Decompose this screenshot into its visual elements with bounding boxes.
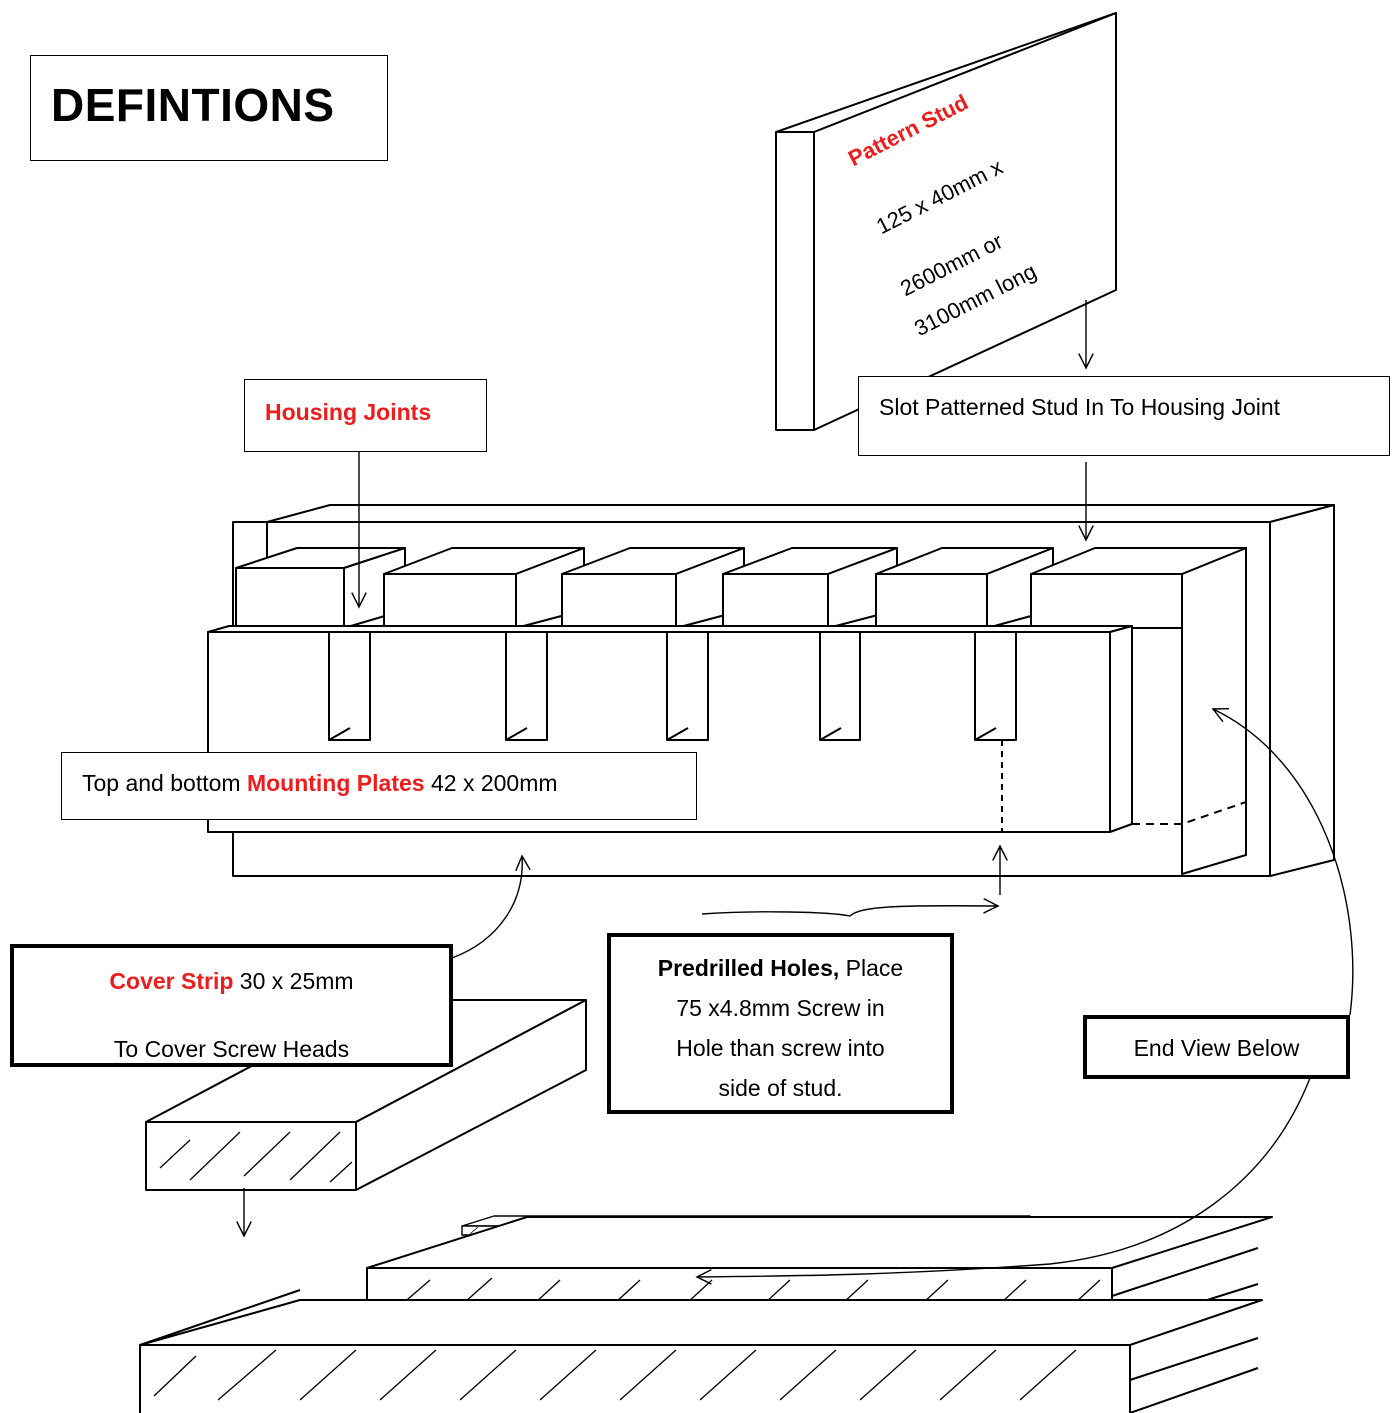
page-title: DEFINTIONS xyxy=(51,79,335,131)
end-view-label: End View Below xyxy=(1133,1035,1300,1061)
mounting-plates-box: Top and bottom Mounting Plates 42 x 200m… xyxy=(61,752,697,820)
predrilled-line-3: Hole than screw into xyxy=(676,1035,885,1061)
cover-strip-box: Cover Strip 30 x 25mm To Cover Screw Hea… xyxy=(10,944,453,1067)
cover-strip-size: 30 x 25mm xyxy=(233,968,354,994)
arrows xyxy=(236,300,1354,1285)
cover-strip-highlight: Cover Strip xyxy=(109,968,234,994)
mounting-suffix: 42 x 200mm xyxy=(424,770,558,796)
predrilled-line-4: side of stud. xyxy=(718,1075,843,1101)
end-view-box: End View Below xyxy=(1083,1015,1350,1079)
predrilled-line-2: 75 x4.8mm Screw in xyxy=(676,995,885,1021)
predrilled-holes-box: Predrilled Holes, Place 75 x4.8mm Screw … xyxy=(607,933,954,1114)
end-view-drawing xyxy=(139,1215,1273,1413)
predrilled-bold: Predrilled Holes, xyxy=(657,955,840,981)
cover-strip-title: Cover Strip 30 x 25mm xyxy=(14,968,449,995)
back-block-row xyxy=(235,547,1054,629)
housing-joints-label: Housing Joints xyxy=(265,399,432,425)
slot-note-box: Slot Patterned Stud In To Housing Joint xyxy=(858,376,1390,456)
housing-joints-label-box: Housing Joints xyxy=(244,379,487,452)
mounting-plates-text: Top and bottom Mounting Plates 42 x 200m… xyxy=(82,770,558,797)
mounting-prefix: Top and bottom xyxy=(82,770,247,796)
predrilled-line-1: Predrilled Holes, Place xyxy=(611,955,950,982)
title-box: DEFINTIONS xyxy=(30,55,388,161)
cover-strip-purpose: To Cover Screw Heads xyxy=(113,1036,350,1062)
predrilled-line-1-rest: Place xyxy=(839,955,904,981)
slot-note: Slot Patterned Stud In To Housing Joint xyxy=(879,394,1281,420)
pattern-stud-drawing xyxy=(775,12,1117,431)
mounting-highlight: Mounting Plates xyxy=(246,770,425,796)
